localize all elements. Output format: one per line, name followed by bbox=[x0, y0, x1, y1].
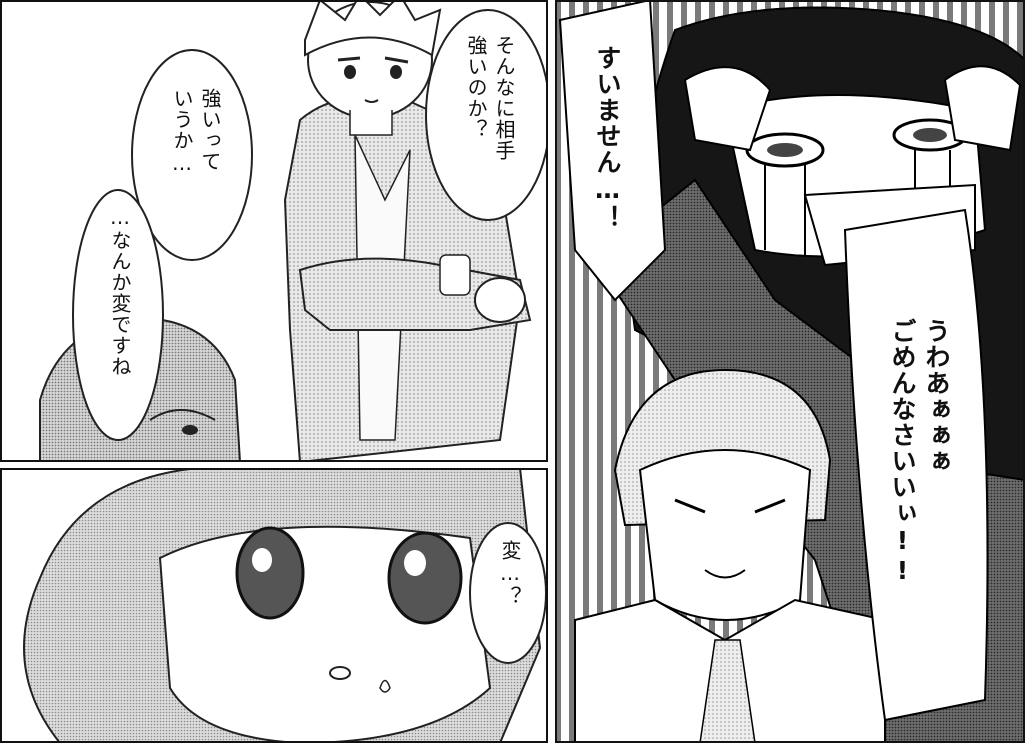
panel-right-art bbox=[555, 0, 1025, 743]
speech-bubble-sorry: すいません…！ bbox=[593, 45, 622, 231]
speech-bubble-strong-opponent: そんなに相手 強いのか？ bbox=[464, 35, 516, 161]
panel-bottom-left: 変…？ bbox=[0, 468, 548, 743]
panel-right: すいません…！ うわあぁぁぁ ごめんなさいいぃ!! bbox=[555, 0, 1025, 743]
panel-bottom-left-art bbox=[0, 468, 548, 743]
speech-bubble-something-weird: …なんか変ですね bbox=[108, 205, 132, 377]
panel-top-left: そんなに相手 強いのか？ 強いって いうか… …なんか変ですね bbox=[0, 0, 548, 462]
speech-bubble-strong-or: 強いって いうか… bbox=[170, 88, 222, 176]
panel-top-left-art bbox=[0, 0, 548, 462]
speech-bubble-crying-apology: うわあぁぁぁ ごめんなさいいぃ!! bbox=[888, 318, 951, 586]
speech-bubble-weird: 変…？ bbox=[498, 540, 522, 607]
